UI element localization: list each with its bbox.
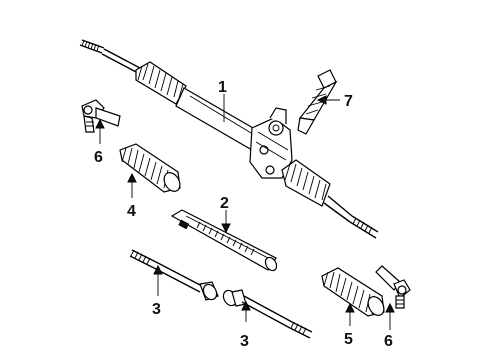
callout-2: 2 — [220, 195, 229, 212]
callout-3-left: 3 — [152, 301, 161, 318]
callout-6-lower: 6 — [384, 333, 393, 350]
rack-left-threaded-end — [79, 39, 141, 74]
outer-tie-rod-end-right — [375, 265, 411, 309]
callout-7: 7 — [344, 93, 353, 110]
callout-1: 1 — [218, 79, 227, 96]
rack-pinion-housing — [249, 107, 293, 179]
rack-housing-tube — [175, 87, 261, 151]
inner-tie-rod-right — [222, 289, 313, 339]
pinion-valve-part — [297, 69, 338, 135]
bellows-boot-right — [321, 267, 385, 317]
rack-right-boot — [281, 159, 331, 207]
leader-lines — [95, 94, 395, 330]
inner-tie-rod-left — [129, 249, 219, 301]
callout-3-right: 3 — [240, 333, 249, 350]
callout-6-upper: 6 — [94, 149, 103, 166]
callout-5: 5 — [344, 331, 353, 348]
rack-left-boot — [135, 61, 187, 105]
rack-right-threaded-end — [323, 195, 379, 239]
rack-bar — [170, 209, 278, 272]
bellows-boot-left — [119, 143, 181, 193]
outer-tie-rod-end-left — [81, 99, 121, 133]
callout-4: 4 — [127, 203, 136, 220]
steering-rack-assembly — [79, 39, 379, 239]
